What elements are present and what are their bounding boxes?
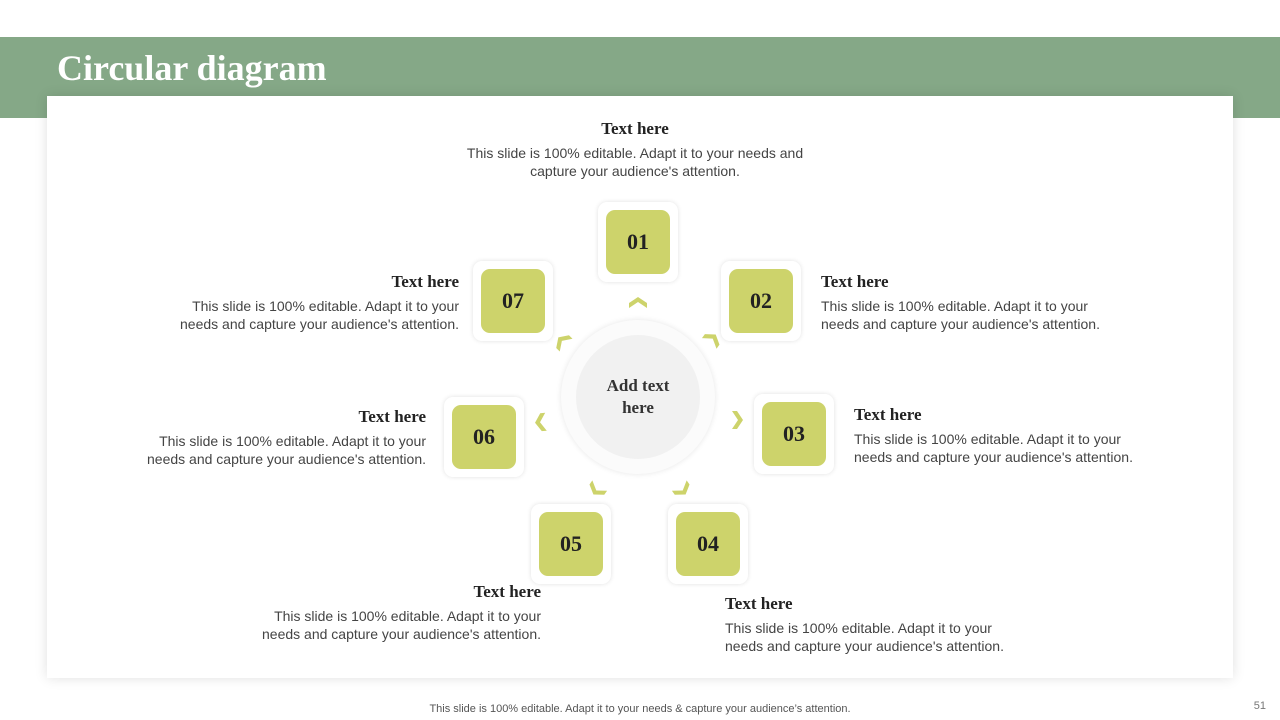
step-node-01: 01 <box>598 202 678 282</box>
chevron-arrow-01-02 <box>701 334 720 349</box>
step-heading-01: Text here <box>601 119 669 138</box>
step-number-03: 03 <box>762 402 826 466</box>
step-text-07: Text here This slide is 100% editable. A… <box>159 271 459 333</box>
step-number-01: 01 <box>606 210 670 274</box>
hub-text: Add text here <box>606 376 670 417</box>
step-heading-05: Text here <box>473 582 541 601</box>
chevron-arrow-04-05 <box>589 480 608 495</box>
slide-title: Circular diagram <box>57 48 327 88</box>
step-body-06: This slide is 100% editable. Adapt it to… <box>147 433 426 467</box>
step-number-02: 02 <box>729 269 793 333</box>
step-node-06: 06 <box>444 397 524 477</box>
step-node-04: 04 <box>668 504 748 584</box>
footer-note: This slide is 100% editable. Adapt it to… <box>429 703 851 715</box>
step-node-02: 02 <box>721 261 801 341</box>
step-heading-06: Text here <box>358 407 426 426</box>
step-number-04: 04 <box>676 512 740 576</box>
step-node-07: 07 <box>473 261 553 341</box>
chevron-arrow-07-01 <box>629 297 647 308</box>
step-text-01: Text here This slide is 100% editable. A… <box>460 118 810 180</box>
center-hub: Add text here <box>576 335 700 459</box>
chevron-arrow-06-07 <box>556 335 573 352</box>
chevron-arrow-05-06 <box>535 412 547 432</box>
step-heading-02: Text here <box>821 272 889 291</box>
step-number-06: 06 <box>452 405 516 469</box>
step-number-05: 05 <box>539 512 603 576</box>
step-heading-07: Text here <box>391 272 459 291</box>
step-body-05: This slide is 100% editable. Adapt it to… <box>262 608 541 642</box>
step-heading-03: Text here <box>854 405 922 424</box>
step-body-07: This slide is 100% editable. Adapt it to… <box>180 298 459 332</box>
step-text-06: Text here This slide is 100% editable. A… <box>126 406 426 468</box>
step-body-02: This slide is 100% editable. Adapt it to… <box>821 298 1100 332</box>
step-body-04: This slide is 100% editable. Adapt it to… <box>725 620 1004 654</box>
chevron-arrow-03-04 <box>671 480 690 495</box>
chevron-arrow-02-03 <box>732 411 743 429</box>
step-node-03: 03 <box>754 394 834 474</box>
step-body-01: This slide is 100% editable. Adapt it to… <box>466 145 804 179</box>
step-body-03: This slide is 100% editable. Adapt it to… <box>854 431 1133 465</box>
step-text-05: Text here This slide is 100% editable. A… <box>241 581 541 643</box>
step-text-03: Text here This slide is 100% editable. A… <box>854 404 1154 466</box>
step-heading-04: Text here <box>725 594 793 613</box>
page-number: 51 <box>1253 700 1266 712</box>
step-text-02: Text here This slide is 100% editable. A… <box>821 271 1121 333</box>
step-text-04: Text here This slide is 100% editable. A… <box>725 593 1025 655</box>
step-number-07: 07 <box>481 269 545 333</box>
step-node-05: 05 <box>531 504 611 584</box>
